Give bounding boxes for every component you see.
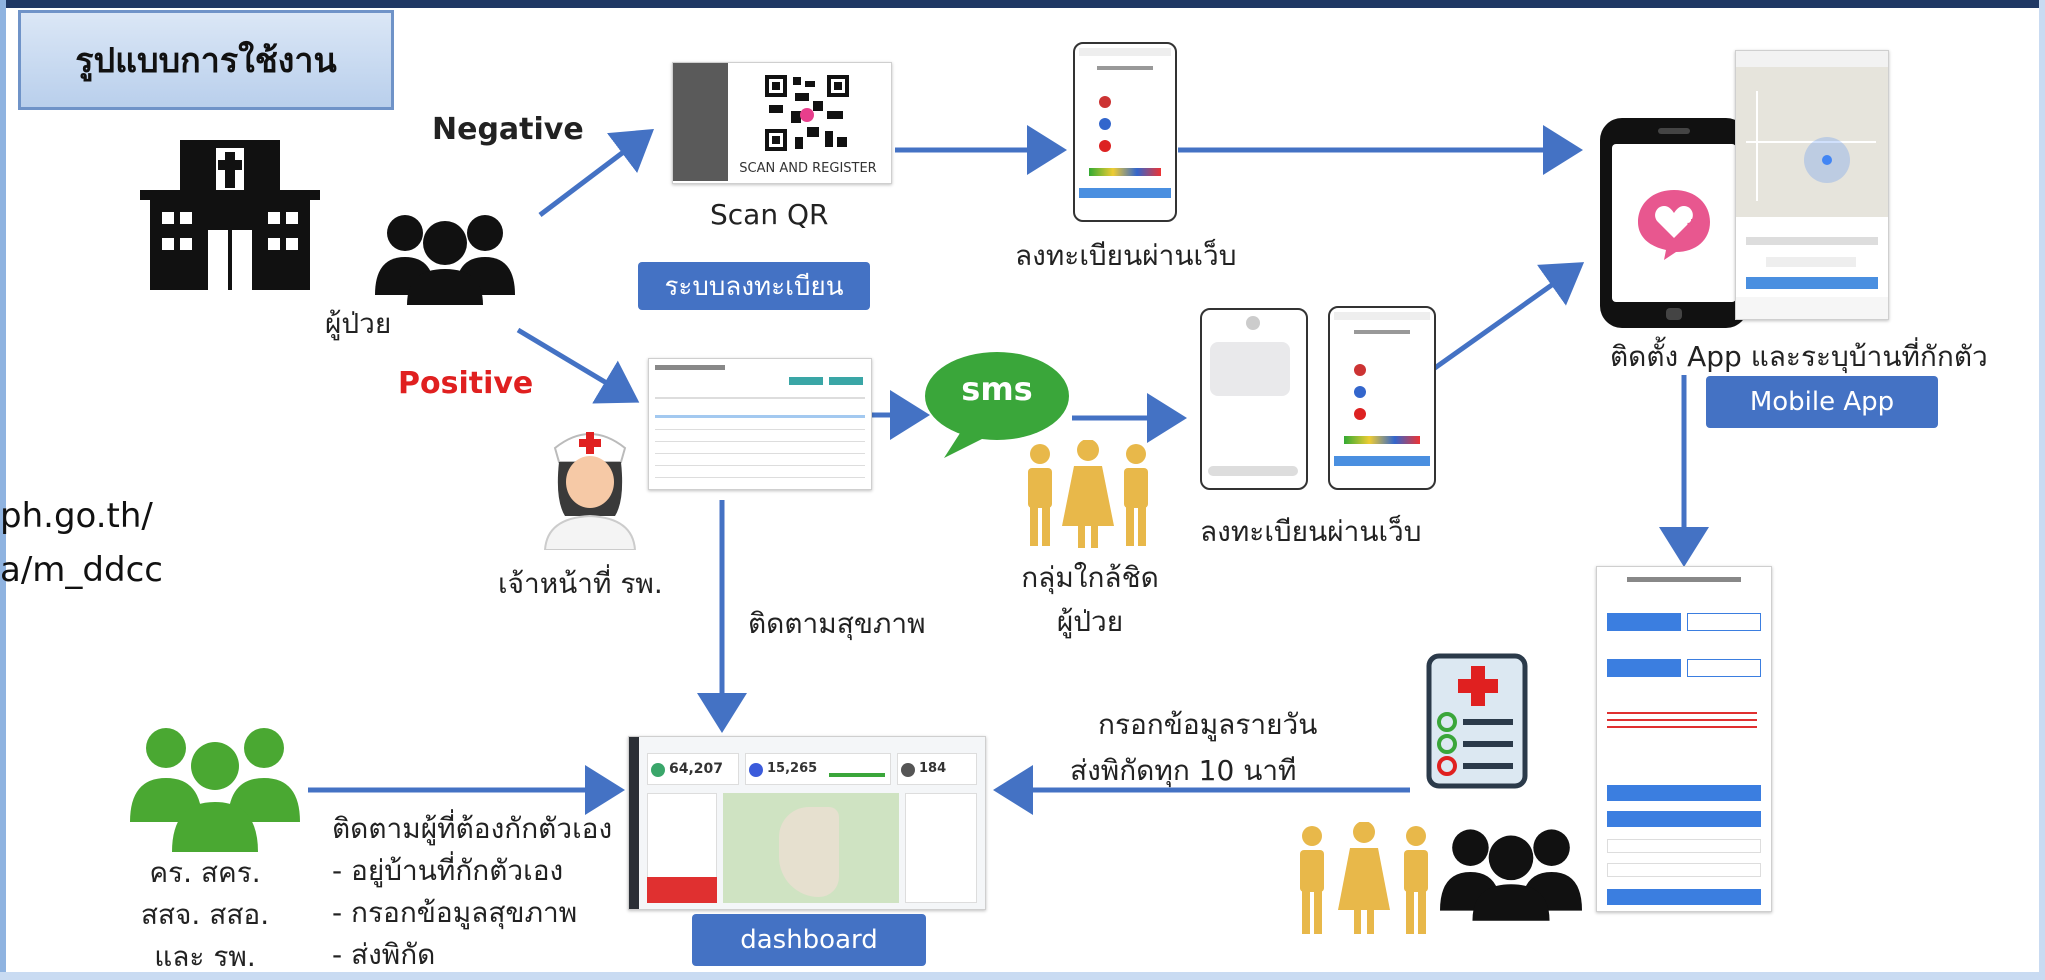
staff-label: เจ้าหน้าที่ รพ. (498, 567, 663, 600)
patients-group-icon (375, 215, 515, 305)
sms-bubble-icon (925, 352, 1069, 458)
right-border (2039, 0, 2045, 980)
monitor-label-2: - อยู่บ้านที่กักตัวเอง (332, 854, 564, 887)
url-line-2: a/m_ddcc (0, 550, 163, 590)
daily-input-label-1: กรอกข้อมูลรายวัน (1098, 708, 1318, 741)
patients-group-icon-bottom (1440, 829, 1582, 921)
volunteers-label-1: คร. สคร. (149, 856, 261, 889)
map-app-screenshot (1735, 50, 1889, 320)
dashboard-stat-1: 64,207 (669, 761, 724, 777)
registration-system-button[interactable]: ระบบลงทะเบียน (638, 262, 870, 310)
web-register-phone-top (1073, 42, 1177, 222)
svg-text:+: + (1686, 216, 1698, 232)
top-border (0, 0, 2045, 8)
volunteers-label-3: และ รพ. (154, 940, 256, 973)
install-app-label: ติดตั้ง App และระบุบ้านที่กักตัว (1610, 340, 1988, 373)
bottom-border (0, 972, 2045, 980)
dashboard-screenshot: 64,207 15,265 184 (628, 736, 986, 910)
sms-chat-phone (1200, 308, 1308, 490)
qr-sidebar (673, 63, 728, 181)
daily-form-screenshot (1596, 566, 1772, 912)
monitor-label-4: - ส่งพิกัด (332, 938, 436, 971)
smartphone-icon: + (1600, 118, 1748, 328)
nurse-icon (543, 432, 637, 550)
dashboard-stat-3: 184 (919, 761, 947, 776)
dashboard-button[interactable]: dashboard (692, 914, 926, 966)
mobile-app-button[interactable]: Mobile App (1706, 376, 1938, 428)
negative-label: Negative (432, 112, 584, 147)
web-register-phone-mid (1328, 306, 1436, 490)
daily-input-label-2: ส่งพิกัดทุก 10 นาที (1070, 754, 1297, 787)
qr-screenshot: SCAN AND REGISTER (672, 62, 892, 184)
page-title: รูปแบบการใช้งาน (18, 10, 394, 110)
volunteers-label-2: สสจ. สสอ. (140, 898, 270, 931)
contacts-group-icon-bottom (1300, 822, 1428, 934)
monitor-label-1: ติดตามผู้ที่ต้องกักตัวเอง (332, 812, 613, 845)
volunteers-group-icon (130, 728, 300, 852)
health-tracking-label: ติดตามสุขภาพ (748, 607, 926, 640)
scan-qr-label: Scan QR (710, 198, 829, 231)
dashboard-stat-2: 15,265 (767, 761, 818, 776)
arrow-positive (516, 327, 640, 404)
close-contacts-label-1: กลุ่มใกล้ชิด (1021, 561, 1159, 594)
hospital-icon (140, 140, 320, 290)
web-register-label-mid: ลงทะเบียนผ่านเว็บ (1200, 515, 1422, 548)
sms-label: sms (961, 370, 1033, 408)
scan-register-text: SCAN AND REGISTER (739, 161, 877, 176)
app-logo-icon: + (1638, 190, 1710, 260)
positive-label: Positive (398, 366, 534, 401)
close-contacts-label-2: ผู้ป่วย (1056, 605, 1124, 638)
checklist-icon (1426, 653, 1528, 789)
close-contacts-icon (1028, 440, 1148, 548)
left-border (0, 0, 6, 980)
monitor-label-3: - กรอกข้อมูลสุขภาพ (332, 896, 578, 929)
patient-list-screenshot (648, 358, 872, 490)
arrow-negative (538, 128, 654, 217)
arrow-web-to-app-2 (1430, 262, 1585, 373)
patient-label: ผู้ป่วย (325, 307, 392, 340)
web-register-label-top: ลงทะเบียนผ่านเว็บ (1015, 239, 1237, 272)
url-line-1: ph.go.th/ (0, 496, 153, 536)
qr-code-icon (761, 71, 853, 155)
